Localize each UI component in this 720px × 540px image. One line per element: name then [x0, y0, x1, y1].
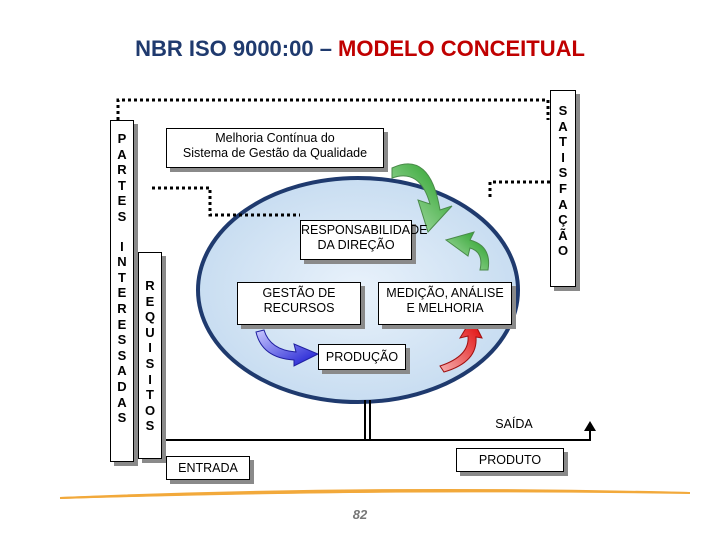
production-box: PRODUÇÃO	[318, 344, 406, 370]
letter: S	[145, 418, 155, 434]
medicao-line2: E MELHORIA	[406, 301, 484, 315]
letter: R	[117, 300, 127, 316]
letter: A	[117, 146, 127, 162]
letter: T	[559, 134, 567, 150]
letter: R	[117, 162, 127, 178]
letter: T	[118, 269, 126, 285]
letter: R	[145, 278, 155, 293]
feedback-dashed-path-right	[488, 180, 550, 200]
improvement-line1: Melhoria Contínua do	[215, 131, 335, 145]
letter: I	[148, 340, 152, 356]
output-flow-line	[364, 400, 591, 441]
blue-arrow-resources	[255, 329, 320, 367]
green-arrow-management	[444, 231, 490, 271]
letter: I	[148, 371, 152, 387]
letter: E	[117, 193, 127, 209]
letter: A	[117, 363, 127, 379]
feedback-dashed-path-top	[116, 98, 550, 120]
letter: E	[145, 293, 155, 309]
measurement-box: MEDIÇÃO, ANÁLISE E MELHORIA	[378, 282, 512, 325]
letter: S	[145, 355, 155, 371]
input-box: ENTRADA	[166, 456, 250, 480]
page-number: 82	[352, 507, 368, 522]
improvement-line2: Sistema de Gestão da Qualidade	[182, 146, 368, 160]
letter: U	[145, 324, 155, 340]
letter: F	[559, 180, 567, 196]
product-box: PRODUTO	[456, 448, 564, 472]
letter: N	[117, 254, 127, 270]
page-title: NBR ISO 9000:00 – MODELO CONCEITUAL	[0, 36, 720, 62]
red-arrow-measurement	[439, 316, 483, 373]
letter: S	[558, 103, 568, 118]
letter: O	[557, 243, 569, 259]
gestao-line1: GESTÃO DE	[262, 286, 336, 300]
responsabilidade-line1: RESPONSABILIDADE	[301, 223, 428, 237]
output-label: SAÍDA	[495, 417, 533, 431]
title-part-model: MODELO CONCEITUAL	[338, 36, 585, 61]
footer-swoosh	[60, 488, 690, 499]
product-label: PRODUTO	[478, 453, 542, 467]
letter: Q	[144, 309, 156, 325]
letter: Ã	[558, 227, 568, 243]
input-label: ENTRADA	[178, 461, 238, 475]
letter: S	[558, 165, 568, 181]
letter: A	[558, 196, 568, 212]
letter: E	[117, 285, 127, 301]
letter: T	[118, 177, 126, 193]
interested-parties-box: P A R T E S I N T E R E S S A D A S	[110, 120, 134, 462]
interessadas-letters: I N T E R E S S A D A S	[117, 239, 126, 426]
letter: T	[146, 387, 154, 403]
continuous-improvement-box: Melhoria Contínua do Sistema de Gestão d…	[166, 128, 384, 168]
requisitos-letters: R E Q U I S I T O S	[145, 278, 155, 434]
letter: I	[561, 149, 565, 165]
letter: Ç	[558, 212, 568, 228]
letter: I	[120, 238, 124, 254]
satisfacao-letters: S A T I S F A Ç Ã O	[558, 103, 568, 259]
footer-swoosh-line	[59, 490, 691, 499]
satisfaction-box: S A T I S F A Ç Ã O	[550, 90, 576, 287]
letter: D	[117, 378, 127, 394]
green-arrow-improvement	[391, 163, 453, 233]
responsabilidade-line2: DA DIREÇÃO	[317, 238, 395, 252]
medicao-line1: MEDIÇÃO, ANÁLISE	[386, 286, 504, 300]
letter: E	[117, 316, 127, 332]
title-part-standard: NBR ISO 9000:00 –	[135, 36, 339, 61]
output-arrow-head	[584, 421, 596, 431]
letter: S	[117, 410, 127, 426]
letter: O	[144, 402, 156, 418]
letter: S	[117, 347, 127, 363]
requirements-box: R E Q U I S I T O S	[138, 252, 162, 459]
letter: S	[117, 208, 127, 224]
production-label: PRODUÇÃO	[325, 350, 399, 364]
partes-letters: P A R T E S	[117, 131, 126, 225]
gestao-line2: RECURSOS	[263, 301, 335, 315]
letter: A	[558, 118, 568, 134]
letter: P	[117, 131, 127, 146]
resource-management-box: GESTÃO DE RECURSOS	[237, 282, 361, 325]
management-responsibility-box: RESPONSABILIDADE DA DIREÇÃO	[300, 220, 428, 260]
letter: A	[117, 394, 127, 410]
input-flow-line	[140, 400, 371, 441]
letter: S	[117, 332, 127, 348]
